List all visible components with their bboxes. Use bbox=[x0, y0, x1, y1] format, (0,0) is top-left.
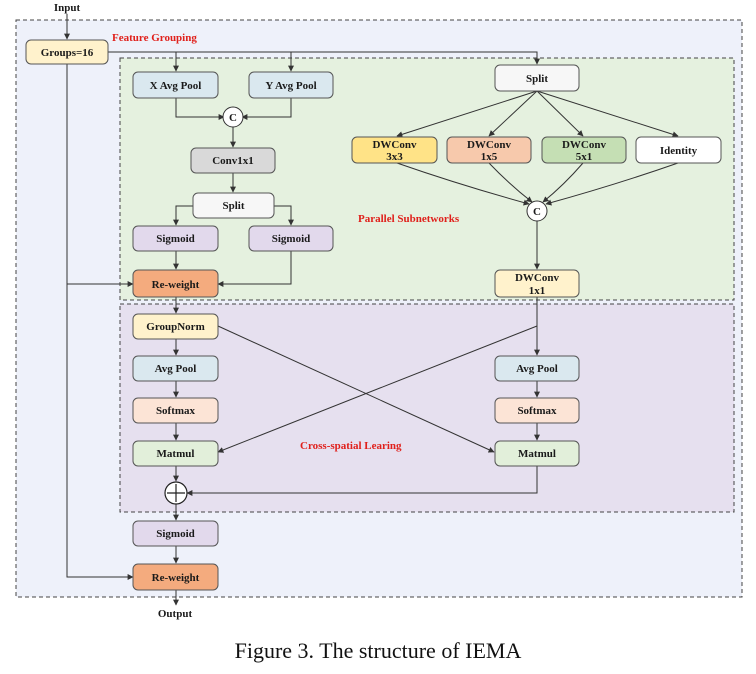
node-y-avg-pool: Y Avg Pool bbox=[248, 71, 334, 99]
svg-text:3x3: 3x3 bbox=[386, 151, 403, 163]
node-sigmoid-right: Sigmoid bbox=[248, 225, 334, 252]
svg-text:Split: Split bbox=[526, 73, 548, 85]
svg-text:Re-weight: Re-weight bbox=[152, 279, 200, 291]
svg-text:C: C bbox=[533, 206, 541, 218]
node-conv1x1: Conv1x1 bbox=[190, 147, 276, 174]
add-circle bbox=[164, 481, 188, 505]
svg-text:Conv1x1: Conv1x1 bbox=[212, 155, 254, 167]
node-split-left: Split bbox=[192, 192, 275, 219]
svg-text:DWConv: DWConv bbox=[562, 139, 607, 151]
node-softmax-left: Softmax bbox=[132, 397, 219, 424]
svg-text:Avg Pool: Avg Pool bbox=[516, 363, 558, 375]
node-sigmoid-bottom: Sigmoid bbox=[132, 520, 219, 547]
node-reweight-bottom: Re-weight bbox=[132, 563, 219, 591]
svg-text:Sigmoid: Sigmoid bbox=[156, 233, 195, 245]
svg-text:DWConv: DWConv bbox=[372, 139, 417, 151]
feature-grouping-label: Feature Grouping bbox=[112, 32, 197, 44]
node-x-avg-pool: X Avg Pool bbox=[132, 71, 219, 99]
node-reweight-top: Re-weight bbox=[132, 269, 219, 298]
svg-text:DWConv: DWConv bbox=[515, 272, 560, 284]
input-label: Input bbox=[54, 2, 81, 14]
node-identity: Identity bbox=[635, 136, 722, 164]
svg-text:Matmul: Matmul bbox=[157, 448, 195, 460]
svg-text:1x1: 1x1 bbox=[529, 285, 546, 297]
parallel-subnetworks-label: Parallel Subnetworks bbox=[358, 213, 460, 225]
output-label: Output bbox=[158, 608, 193, 620]
svg-text:Matmul: Matmul bbox=[518, 448, 556, 460]
svg-text:Y Avg Pool: Y Avg Pool bbox=[265, 80, 316, 92]
node-matmul-left: Matmul bbox=[132, 440, 219, 467]
node-dwconv-1x1: DWConv 1x1 bbox=[494, 269, 580, 298]
node-split-right: Split bbox=[494, 64, 580, 92]
cross-spatial-label: Cross-spatial Learing bbox=[300, 440, 402, 452]
node-softmax-right: Softmax bbox=[494, 397, 580, 424]
svg-text:Avg Pool: Avg Pool bbox=[155, 363, 197, 375]
node-avg-pool-left: Avg Pool bbox=[132, 355, 219, 382]
svg-text:C: C bbox=[229, 112, 237, 124]
svg-text:Softmax: Softmax bbox=[156, 405, 196, 417]
edges bbox=[64, 14, 679, 606]
svg-text:Sigmoid: Sigmoid bbox=[272, 233, 311, 245]
node-dwconv-3x3: DWConv 3x3 bbox=[351, 136, 438, 164]
node-avg-pool-right: Avg Pool bbox=[494, 355, 580, 382]
node-sigmoid-left: Sigmoid bbox=[132, 225, 219, 252]
svg-text:Re-weight: Re-weight bbox=[152, 572, 200, 584]
concat-circle-left: C bbox=[222, 106, 244, 128]
svg-text:1x5: 1x5 bbox=[481, 151, 498, 163]
svg-text:Softmax: Softmax bbox=[517, 405, 557, 417]
node-groupnorm: GroupNorm bbox=[132, 313, 219, 340]
svg-text:Sigmoid: Sigmoid bbox=[156, 528, 195, 540]
concat-circle-right: C bbox=[526, 200, 548, 222]
svg-text:GroupNorm: GroupNorm bbox=[146, 321, 204, 333]
svg-text:Groups=16: Groups=16 bbox=[41, 47, 94, 59]
svg-text:Split: Split bbox=[222, 200, 244, 212]
svg-text:DWConv: DWConv bbox=[467, 139, 512, 151]
node-dwconv-1x5: DWConv 1x5 bbox=[446, 136, 532, 164]
node-groups: Groups=16 bbox=[25, 39, 109, 65]
cross-spatial-region bbox=[119, 303, 735, 513]
svg-text:Identity: Identity bbox=[660, 145, 698, 157]
svg-text:X Avg Pool: X Avg Pool bbox=[150, 80, 202, 92]
figure-caption: Figure 3. The structure of IEMA bbox=[234, 638, 522, 663]
node-dwconv-5x1: DWConv 5x1 bbox=[541, 136, 627, 164]
node-matmul-right: Matmul bbox=[494, 440, 580, 467]
svg-text:5x1: 5x1 bbox=[576, 151, 593, 163]
